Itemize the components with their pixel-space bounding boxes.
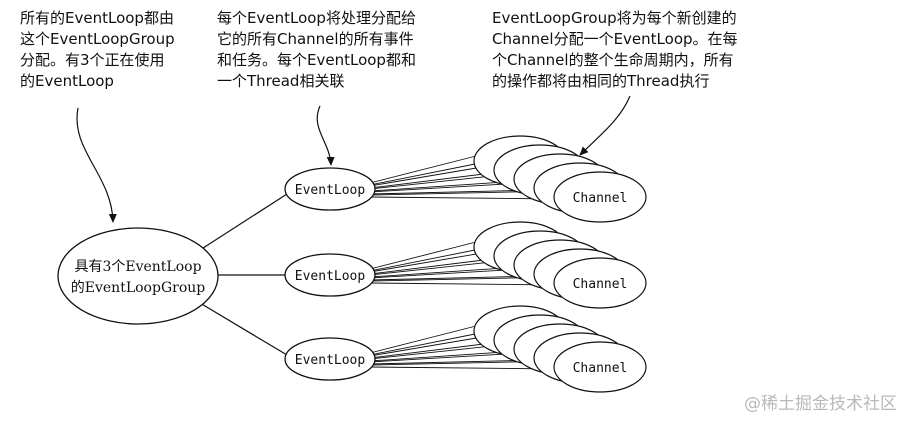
annotation-line: Channel分配一个EventLoop。在每: [492, 30, 738, 48]
annotation-line: 的操作都将由相同的Thread执行: [492, 72, 710, 90]
eventloop-channel-link: [369, 196, 561, 200]
annotation-line: 个Channel的整个生命周期内，所有: [492, 51, 734, 69]
annotation-line: 它的所有Channel的所有事件: [217, 30, 414, 48]
annotation-line: 和任务。每个EventLoop都和: [217, 51, 416, 69]
annotation-eventloopgroup-allocation: 所有的EventLoop都由 这个EventLoopGroup 分配。有3个正在…: [20, 8, 210, 92]
channel-label: Channel: [573, 277, 628, 292]
eventloop-channel-link: [369, 341, 501, 359]
annotation-arrow-middle: [316, 105, 335, 166]
channel-label: Channel: [573, 191, 628, 206]
eventloop-channel-link: [369, 154, 481, 184]
annotation-line: EventLoopGroup将为每个新创建的: [492, 9, 737, 27]
eventloopgroup-node: 具有3个EventLoop 的EventLoopGroup: [57, 227, 219, 325]
eventloop-channel-link: [369, 359, 541, 365]
eventloop-channel-link: [369, 257, 501, 275]
channel-ellipse: [553, 171, 647, 223]
watermark: @稀土掘金技术社区: [744, 394, 897, 414]
eventloop-label: EventLoop: [295, 353, 366, 368]
eventloop-label: EventLoop: [295, 269, 366, 284]
annotation-eventloop-handling: 每个EventLoop将处理分配给 它的所有Channel的所有事件 和任务。每…: [217, 8, 447, 92]
eventloop-channel-link: [369, 324, 481, 354]
annotation-line: 分配。有3个正在使用: [20, 51, 165, 69]
eventloop-channel-link: [369, 332, 481, 356]
eventloop-channel-link: [369, 189, 541, 195]
annotation-line: 的EventLoop: [20, 72, 114, 90]
channel-label: Channel: [573, 361, 628, 376]
group-connectors: [199, 193, 288, 356]
eventloopgroup-ellipse: [57, 227, 219, 325]
eventloop-channel-group: Channel EventLoop: [284, 221, 647, 309]
eventloop-channel-link: [369, 282, 561, 286]
eventloop-ellipse: [284, 337, 376, 381]
annotation-line: 这个EventLoopGroup: [20, 30, 175, 48]
annotation-line: 每个EventLoop将处理分配给: [217, 9, 416, 27]
group-to-eventloop-connector: [199, 193, 288, 251]
channel-ellipse: [553, 341, 647, 393]
channel-ellipse: [553, 257, 647, 309]
annotation-line: 所有的EventLoop都由: [20, 9, 174, 27]
eventloop-channel-link: [369, 366, 561, 370]
annotation-arrow-left: [76, 107, 117, 223]
eventloop-channel-group: Channel EventLoop: [284, 305, 647, 393]
eventloop-channel-group: Channel EventLoop: [284, 135, 647, 223]
eventloop-channel-link: [369, 275, 541, 281]
eventloop-label: EventLoop: [295, 183, 366, 198]
annotation-line: 一个Thread相关联: [217, 72, 345, 90]
group-to-eventloop-connector: [199, 302, 288, 356]
channel-groups: ChannelEventLoopChannelEventLoopChannelE…: [284, 135, 647, 393]
eventloop-channel-link: [369, 240, 481, 270]
eventloop-channel-link: [369, 171, 501, 189]
eventloopgroup-label-line1: 具有3个EventLoop: [74, 259, 201, 275]
annotation-arrow-right: [579, 95, 631, 156]
annotation-channel-assignment: EventLoopGroup将为每个新创建的 Channel分配一个EventL…: [492, 8, 812, 92]
eventloopgroup-label-line2: 的EventLoopGroup: [71, 280, 205, 296]
eventloop-ellipse: [284, 253, 376, 297]
eventloop-channel-link: [369, 248, 481, 272]
eventloop-ellipse: [284, 167, 376, 211]
eventloop-channel-link: [369, 162, 481, 186]
